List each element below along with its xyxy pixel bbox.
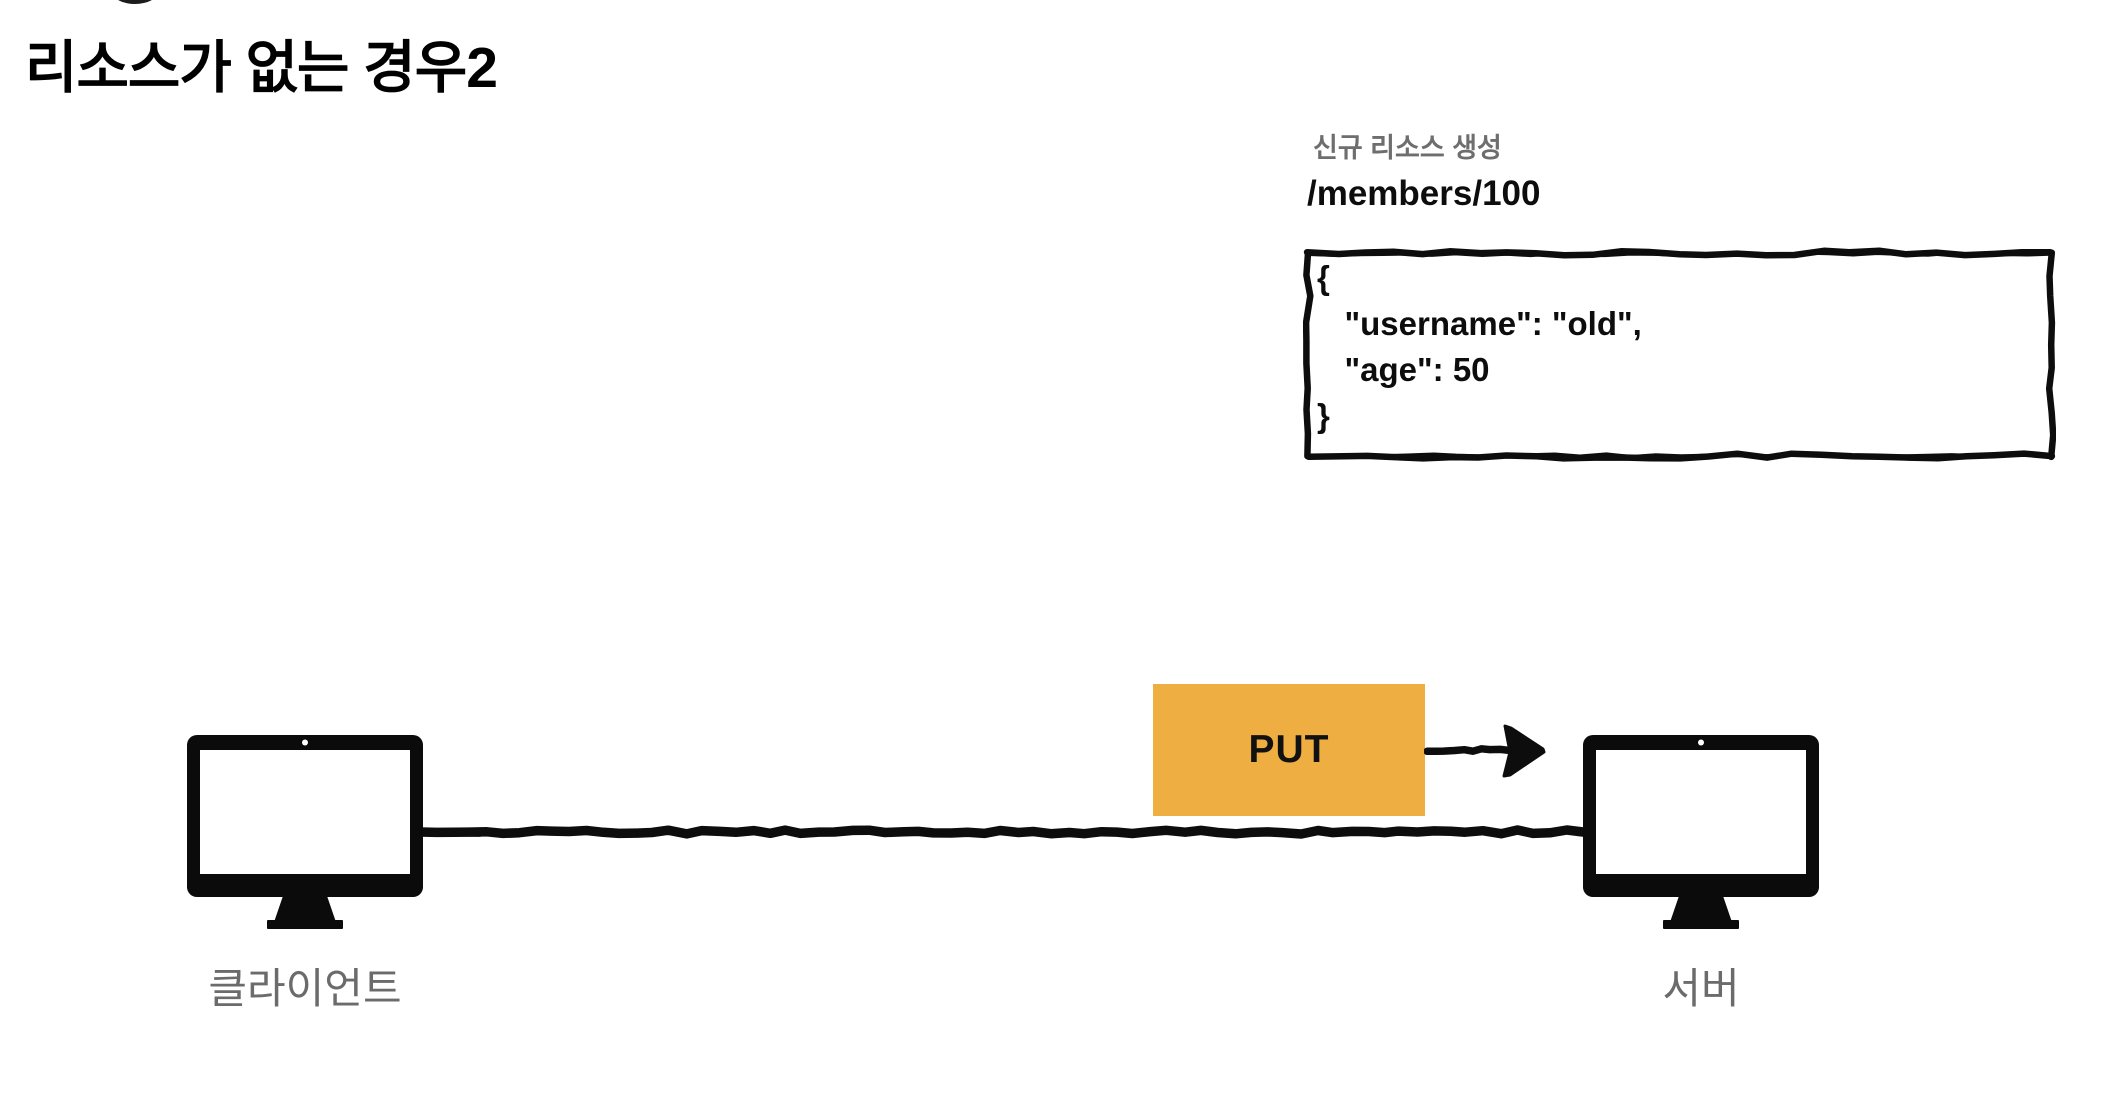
resource-path: /members/100 bbox=[1307, 174, 1541, 213]
client-label: 클라이언트 bbox=[208, 965, 402, 1012]
page-title: 리소스가 없는 경우2 bbox=[25, 36, 498, 100]
put-method-box: PUT bbox=[1153, 684, 1425, 816]
put-method-label: PUT bbox=[1248, 728, 1330, 771]
new-resource-caption: 신규 리소스 생성 bbox=[1313, 133, 1502, 163]
clipped-top-mark bbox=[112, 0, 158, 4]
json-payload-box: { "username": "old", "age": 50 } bbox=[1303, 247, 2056, 462]
client-monitor-icon bbox=[187, 735, 423, 929]
server-label: 서버 bbox=[1662, 965, 1740, 1012]
sketchy-border bbox=[1303, 247, 2056, 462]
server-monitor-icon bbox=[1583, 735, 1819, 929]
client-server-connection-line bbox=[418, 825, 1585, 839]
arrow-right-icon bbox=[1424, 724, 1546, 778]
json-payload-text: { "username": "old", "age": 50 } bbox=[1317, 259, 1642, 434]
